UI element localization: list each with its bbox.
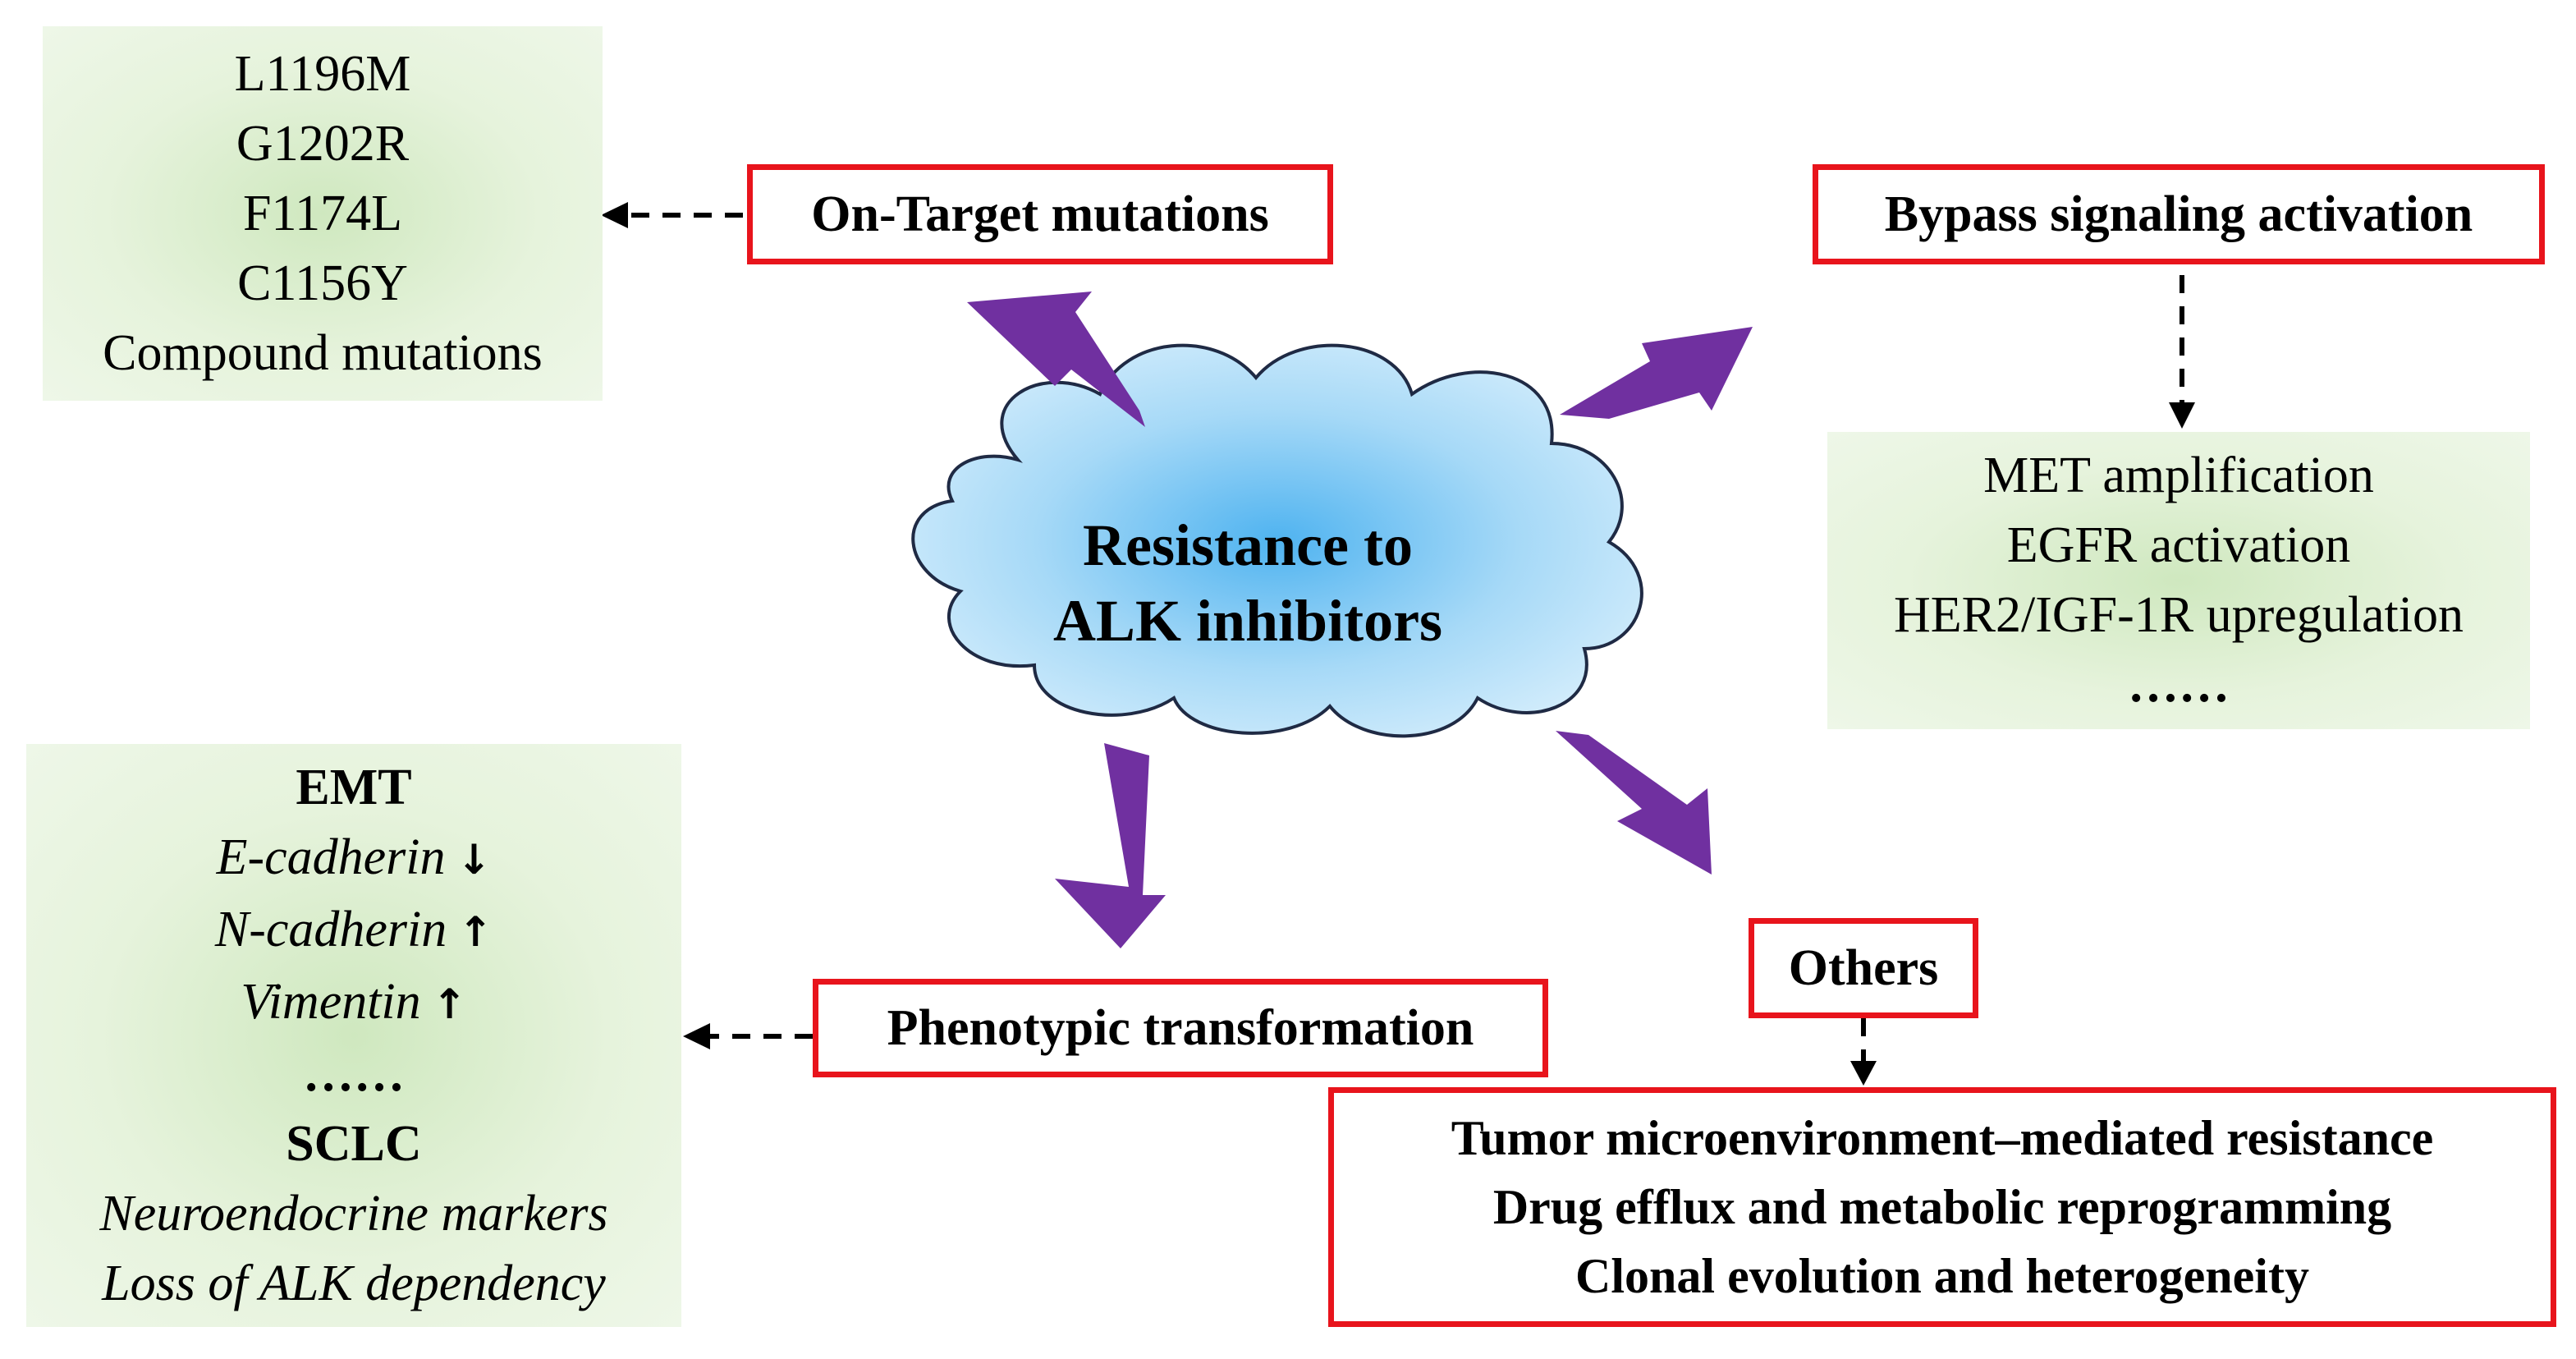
arrow-to-others (1556, 731, 1712, 875)
emt-item-text: Vimentin (241, 973, 421, 1030)
others-item: Drug efflux and metabolic reprogramming (1492, 1180, 2392, 1234)
sclc-item: Loss of ALK dependency (102, 1255, 606, 1311)
center-title-line1: Resistance to (1083, 512, 1413, 578)
on-target-item: C1156Y (237, 255, 408, 311)
bypass-ellipsis: …… (2128, 657, 2230, 713)
up-arrow-icon: ↑ (432, 980, 467, 1028)
phenotypic-label: Phenotypic transformation (887, 999, 1474, 1056)
bypass-item: EGFR activation (2006, 517, 2351, 573)
others-details-box: Tumor microenvironment–mediated resistan… (1328, 1087, 2556, 1327)
arrowhead-bypass (2169, 402, 2195, 429)
phenotypic-details-box: EMT E-cadherin↓ N-cadherin↑ Vimentin↑ ……… (26, 744, 681, 1327)
arrowhead-others (1850, 1061, 1877, 1086)
bypass-label-box: Bypass signaling activation (1813, 164, 2545, 264)
arrowhead-phenotypic (683, 1023, 710, 1049)
arrow-to-on-target (967, 292, 1145, 427)
up-arrow-icon: ↑ (458, 907, 493, 956)
emt-item-text: N-cadherin (214, 901, 447, 957)
sclc-item: Neuroendocrine markers (99, 1185, 608, 1242)
phenotypic-ellipsis: …… (303, 1045, 405, 1102)
others-item: Tumor microenvironment–mediated resistan… (1451, 1111, 2434, 1165)
on-target-item: Compound mutations (103, 324, 543, 381)
arrow-to-bypass (1560, 327, 1753, 419)
bypass-label: Bypass signaling activation (1884, 186, 2473, 242)
emt-item: N-cadherin↑ (215, 895, 493, 967)
on-target-item: L1196M (234, 45, 411, 102)
bypass-details-box: MET amplification EGFR activation HER2/I… (1827, 432, 2530, 729)
on-target-item: G1202R (236, 115, 410, 172)
emt-item: Vimentin↑ (241, 967, 466, 1040)
center-cloud-label: Resistance to ALK inhibitors (928, 501, 1568, 665)
arrow-to-phenotypic (1055, 743, 1166, 948)
phenotypic-label-box: Phenotypic transformation (813, 979, 1548, 1077)
emt-item: E-cadherin↓ (217, 823, 492, 895)
others-item: Clonal evolution and heterogeneity (1575, 1249, 2309, 1303)
on-target-label: On-Target mutations (811, 186, 1269, 242)
sclc-title: SCLC (286, 1115, 422, 1172)
cloud-shape (911, 343, 1643, 738)
arrowhead-on-target (601, 202, 628, 228)
on-target-item: F1174L (242, 185, 403, 241)
on-target-label-box: On-Target mutations (747, 164, 1333, 264)
on-target-details-box: L1196M G1202R F1174L C1156Y Compound mut… (43, 26, 603, 401)
emt-title: EMT (296, 759, 412, 815)
others-label-box: Others (1749, 918, 1978, 1018)
bypass-item: MET amplification (1983, 448, 2374, 503)
center-title-line2: ALK inhibitors (1052, 588, 1443, 654)
emt-item-text: E-cadherin (216, 829, 446, 885)
bypass-item: HER2/IGF-1R upregulation (1894, 587, 2464, 643)
others-label: Others (1788, 939, 1939, 996)
down-arrow-icon: ↓ (456, 835, 492, 884)
